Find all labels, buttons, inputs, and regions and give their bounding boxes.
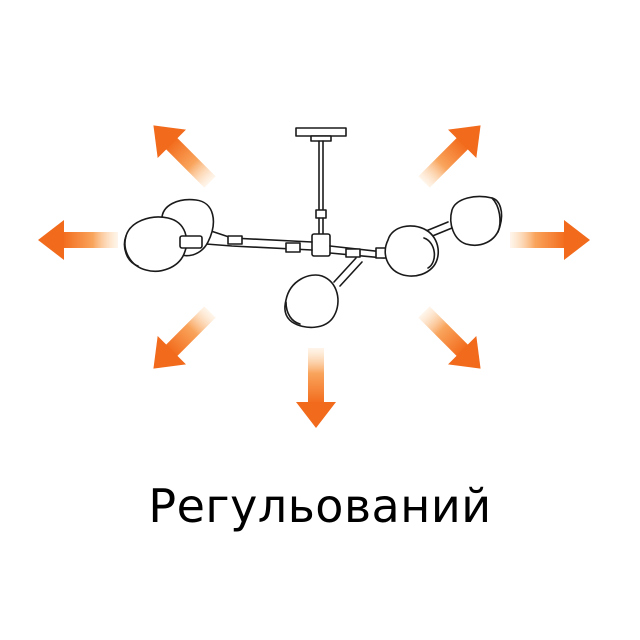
arrow-down-icon [296,348,336,428]
arrow-up-left-icon [139,111,225,197]
arrow-right-icon [510,220,590,260]
arrow-left-icon [38,220,118,260]
arrow-down-left-icon [139,297,225,383]
caption-adjustable: Регульований [148,479,492,533]
chandelier-icon [123,127,503,329]
arrow-down-right-icon [409,297,495,383]
arrow-up-right-icon [409,111,495,197]
